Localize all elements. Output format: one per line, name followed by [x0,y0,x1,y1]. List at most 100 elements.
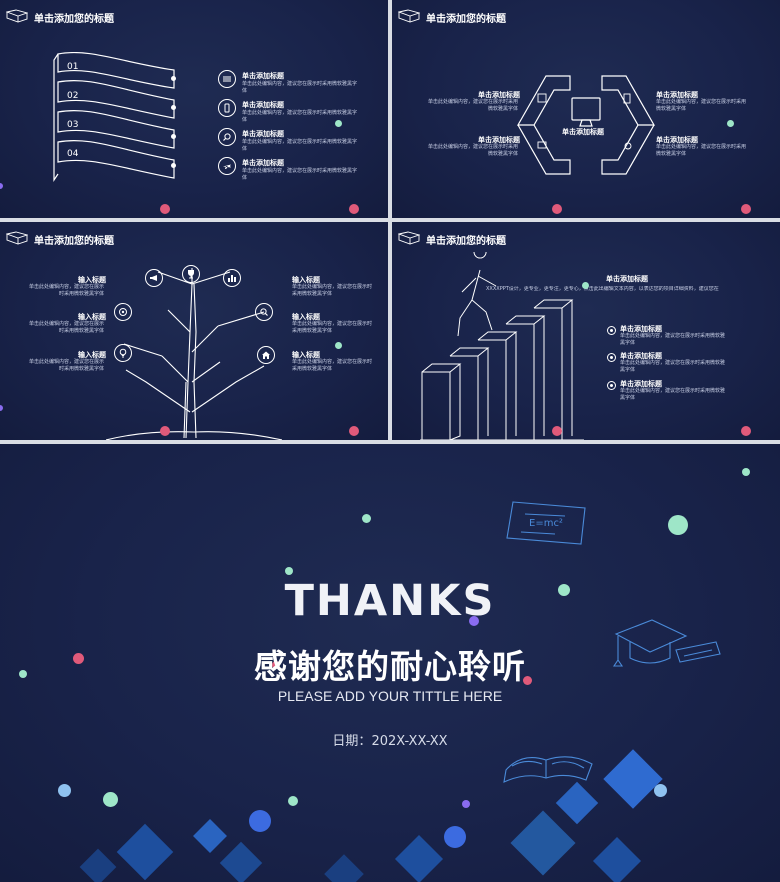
search-icon [255,303,273,321]
decor-diamond [510,810,576,876]
decor-dot [73,653,84,664]
item-desc: 单击此处编辑内容，建议您在展示时采用微软雅黑字体 [292,359,373,372]
decor-dot [103,792,118,807]
decor-dot [285,567,293,575]
decor-diamond [555,781,599,825]
decor-diamond [394,834,444,882]
formula-sketch: E=mc² [506,501,586,545]
item-desc: 单击此处编辑内容，建议您在展示时采用微软雅黑字体 [656,99,747,112]
decor-dot [558,584,570,596]
decor-diamond [603,749,663,809]
decor-dot [160,426,170,436]
book-icon [6,9,28,23]
item-desc: 单击此处编辑内容，建议您在展示时采用微软雅黑字体 [242,110,358,123]
decor-dot [335,342,342,349]
layers-icon [218,70,236,88]
thanks-subheading: 感谢您的耐心聆听 [254,647,526,686]
graduation-cap-sketch [612,619,721,667]
slide-title: 单击添加您的标题 [34,236,114,247]
item-title: 输入标题 [78,313,106,321]
trophy-icon [182,265,200,283]
decor-dot [552,204,562,214]
slide-2[interactable]: 单击添加您的标题 单击添加标题 单击添加标题 单击此处编辑内容，建议您在展示时采… [392,0,780,218]
item-title: 输入标题 [78,351,106,359]
thanks-tagline: PLEASE ADD YOUR TITTLE HERE [277,688,503,704]
bullet-icon [607,353,616,362]
decor-dot [19,670,27,678]
decor-diamond [79,848,117,882]
item-desc: 单击此处编辑内容，建议您在展示时采用微软雅黑字体 [428,99,519,112]
item-desc: 单击此处编辑内容，建议您在展示时采用微软雅黑字体 [28,359,104,372]
hexagon-cycle-graphic [516,75,656,175]
tree-graphic [106,268,282,440]
slide-title: 单击添加您的标题 [426,14,506,25]
decor-dot [0,183,3,189]
center-label: 单击添加标题 [562,128,604,136]
decor-dot [742,468,750,476]
decor-dot [582,282,589,289]
item-title: 单击添加标题 [242,101,284,109]
bullet-icon [607,381,616,390]
item-title: 输入标题 [292,351,320,359]
decor-dot [288,796,298,806]
connector-dot [171,134,176,139]
item-title: 单击添加标题 [656,91,698,99]
phone-icon [218,99,236,117]
connector-dot [171,105,176,110]
decor-dot [462,800,470,808]
item-desc: 单击此处编辑内容，建议您在展示时采用微软雅黑字体 [242,139,358,152]
item-title: 单击添加标题 [620,352,662,360]
bar-chart-icon [223,269,241,287]
decor-dot [58,784,71,797]
open-book-sketch [503,756,593,783]
item-title: 单击添加标题 [242,72,284,80]
item-desc: 单击此处编辑内容，建议您在展示时采用微软雅黑字体 [656,144,747,157]
decor-dot [469,616,479,626]
decor-dot [741,426,751,436]
item-title: 单击添加标题 [656,136,698,144]
decor-diamond [219,841,263,882]
connector-dot [171,163,176,168]
slide-3[interactable]: 单击添加您的标题 输入标题 单击此处编辑内容，建议您在展示时采用微软雅黑字体 输… [0,222,388,440]
plane-icon [218,157,236,175]
decor-dot [272,661,280,669]
decor-dot [349,426,359,436]
decor-dot [362,514,371,523]
decor-diamond [193,819,227,853]
item-title: 输入标题 [292,313,320,321]
ribbon-list-graphic [53,52,175,182]
book-icon [398,9,420,23]
thanks-slide[interactable]: E=mc² THANKS 感谢您的耐心聆听 PLEASE ADD YOUR TI… [0,444,780,882]
decor-dot [668,515,688,535]
item-title: 单击添加标题 [620,325,662,333]
decor-diamond [116,823,174,881]
item-desc: 单击此处编辑内容，建议您在展示时采用微软雅黑字体 [242,168,358,181]
thanks-heading: THANKS [284,576,496,626]
item-desc: 单击此处编辑内容，建议您在展示时采用微软雅黑字体 [620,388,726,401]
decor-dot [741,204,751,214]
item-desc: 单击此处编辑内容，建议您在展示时采用微软雅黑字体 [28,284,104,297]
slide-1[interactable]: 单击添加您的标题 01 02 03 04 单击添加标题 单击此处编辑内容，建议您… [0,0,388,218]
decor-dot [160,204,170,214]
target-icon [114,303,132,321]
date-value: 202X-XX-XX [371,734,448,749]
item-desc: 单击此处编辑内容，建议您在展示时采用微软雅黑字体 [292,284,373,297]
section-heading: 单击添加标题 [606,275,648,283]
slide-4[interactable]: 单击添加您的标题 单击添加标题 XXXXPPT设计，更专业，更专注，更专心，点击… [392,222,780,440]
lightbulb-icon [114,344,132,362]
slide-title: 单击添加您的标题 [426,236,506,247]
decor-dot [727,120,734,127]
list-number: 04 [67,149,79,159]
book-icon [6,231,28,245]
item-desc: 单击此处编辑内容，建议您在展示时采用微软雅黑字体 [28,321,104,334]
decor-dot [349,204,359,214]
item-desc: 单击此处编辑内容，建议您在展示时采用微软雅黑字体 [620,333,726,346]
formula-text: E=mc² [529,518,563,529]
item-title: 单击添加标题 [242,159,284,167]
bullet-icon [607,326,616,335]
slide-title: 单击添加您的标题 [34,14,114,25]
stairs-runner-graphic [420,252,584,440]
item-title: 输入标题 [292,276,320,284]
decor-diamond [592,836,642,882]
decor-dot [654,784,667,797]
